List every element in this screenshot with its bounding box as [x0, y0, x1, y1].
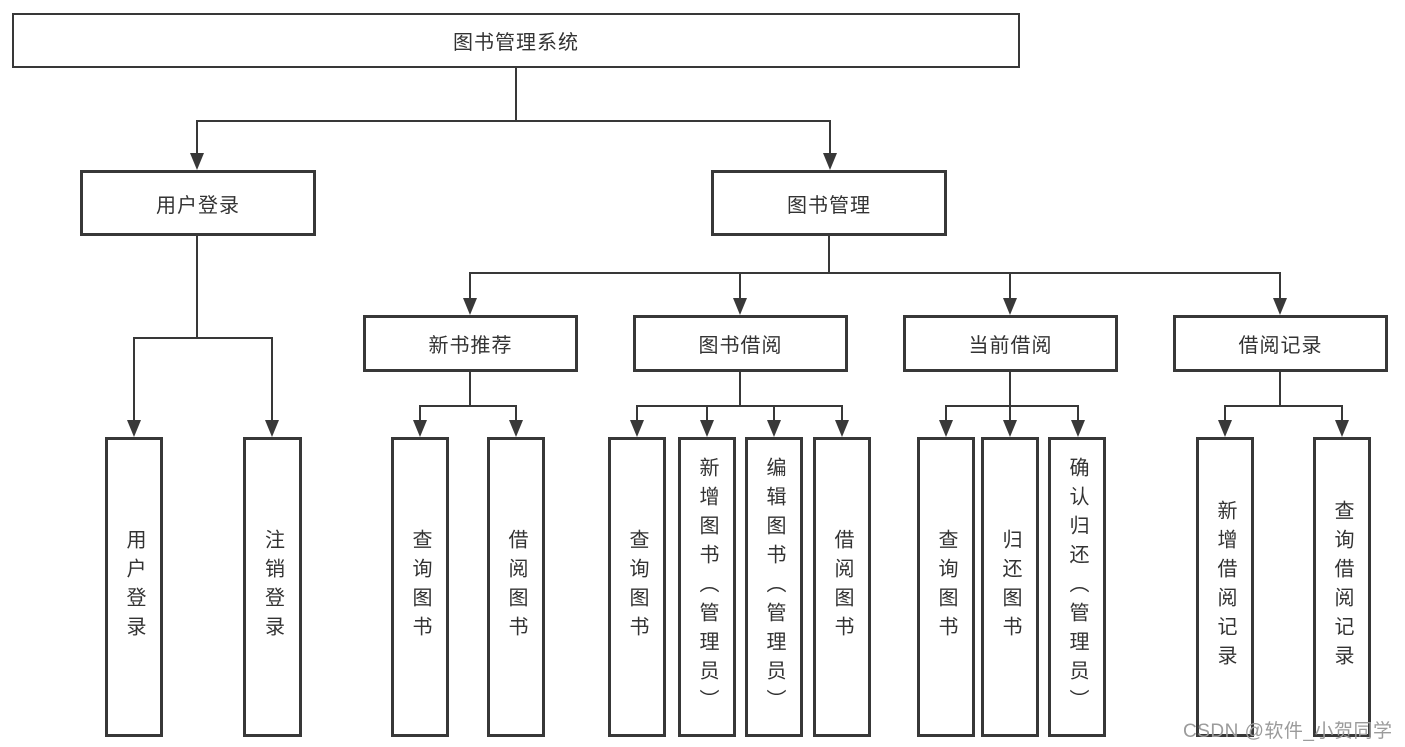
leaf-current-return: 归还图书 [981, 437, 1039, 737]
arrow-down-icon [700, 420, 714, 437]
connector-line [773, 405, 775, 421]
node-book-borrow-label: 图书借阅 [698, 335, 783, 357]
leaf-records-query: 查询借阅记录 [1313, 437, 1371, 737]
connector-line [829, 120, 831, 154]
arrow-down-icon [1003, 420, 1017, 437]
connector-line [133, 337, 135, 421]
node-user-login: 用户登录 [80, 170, 316, 236]
connector-line [1009, 372, 1011, 407]
arrow-down-icon [733, 298, 747, 315]
connector-line [1009, 272, 1011, 299]
connector-line [1341, 405, 1343, 421]
arrow-down-icon [190, 153, 204, 170]
node-book-borrow: 图书借阅 [633, 315, 848, 372]
node-current-borrow: 当前借阅 [903, 315, 1118, 372]
leaf-borrow-query: 查询图书 [608, 437, 666, 737]
connector-line [636, 405, 843, 407]
connector-line [945, 405, 1079, 407]
connector-line [469, 272, 471, 299]
connector-line [828, 236, 830, 274]
node-root-label: 图书管理系统 [453, 32, 579, 54]
leaf-borrow-add-admin: 新增图书（管理员） [678, 437, 736, 737]
connector-line [469, 272, 1281, 274]
node-borrow-records: 借阅记录 [1173, 315, 1388, 372]
connector-line [1077, 405, 1079, 421]
leaf-newbooks-query: 查询图书 [391, 437, 449, 737]
node-book-management-label: 图书管理 [787, 194, 871, 217]
leaf-borrow-borrow: 借阅图书 [813, 437, 871, 737]
connector-line [196, 120, 831, 122]
watermark: CSDN @软件_小贺同学 [1183, 721, 1393, 742]
node-new-books: 新书推荐 [363, 315, 578, 372]
connector-line [1224, 405, 1226, 421]
node-current-borrow-label: 当前借阅 [968, 335, 1053, 357]
connector-line [515, 68, 517, 122]
connector-line [133, 337, 273, 339]
arrow-down-icon [127, 420, 141, 437]
connector-line [945, 405, 947, 421]
connector-line [419, 405, 421, 421]
connector-line [706, 405, 708, 421]
arrow-down-icon [463, 298, 477, 315]
connector-line [1224, 405, 1343, 407]
arrow-down-icon [835, 420, 849, 437]
node-book-management: 图书管理 [711, 170, 947, 236]
arrow-down-icon [265, 420, 279, 437]
connector-line [739, 272, 741, 299]
connector-line [739, 372, 741, 407]
node-user-login-label: 用户登录 [156, 194, 240, 217]
arrow-down-icon [1218, 420, 1232, 437]
connector-line [841, 405, 843, 421]
connector-line [1009, 405, 1011, 421]
leaf-records-add: 新增借阅记录 [1196, 437, 1254, 737]
leaf-current-confirm-admin: 确认归还（管理员） [1048, 437, 1106, 737]
leaf-user-login: 用户登录 [105, 437, 163, 737]
arrow-down-icon [630, 420, 644, 437]
arrow-down-icon [509, 420, 523, 437]
leaf-newbooks-borrow: 借阅图书 [487, 437, 545, 737]
connector-line [196, 120, 198, 154]
leaf-logout: 注销登录 [243, 437, 302, 737]
connector-line [515, 405, 517, 421]
arrow-down-icon [767, 420, 781, 437]
connector-line [1279, 272, 1281, 299]
arrow-down-icon [1273, 298, 1287, 315]
arrow-down-icon [823, 153, 837, 170]
connector-line [196, 236, 198, 339]
node-new-books-label: 新书推荐 [428, 335, 513, 357]
arrow-down-icon [939, 420, 953, 437]
connector-line [1279, 372, 1281, 407]
leaf-current-query: 查询图书 [917, 437, 975, 737]
connector-line [271, 337, 273, 421]
arrow-down-icon [1071, 420, 1085, 437]
node-root: 图书管理系统 [12, 13, 1020, 68]
arrow-down-icon [1003, 298, 1017, 315]
node-borrow-records-label: 借阅记录 [1238, 335, 1323, 357]
connector-line [469, 372, 471, 407]
connector-line [419, 405, 517, 407]
connector-line [636, 405, 638, 421]
arrow-down-icon [413, 420, 427, 437]
arrow-down-icon [1335, 420, 1349, 437]
leaf-borrow-edit-admin: 编辑图书（管理员） [745, 437, 803, 737]
